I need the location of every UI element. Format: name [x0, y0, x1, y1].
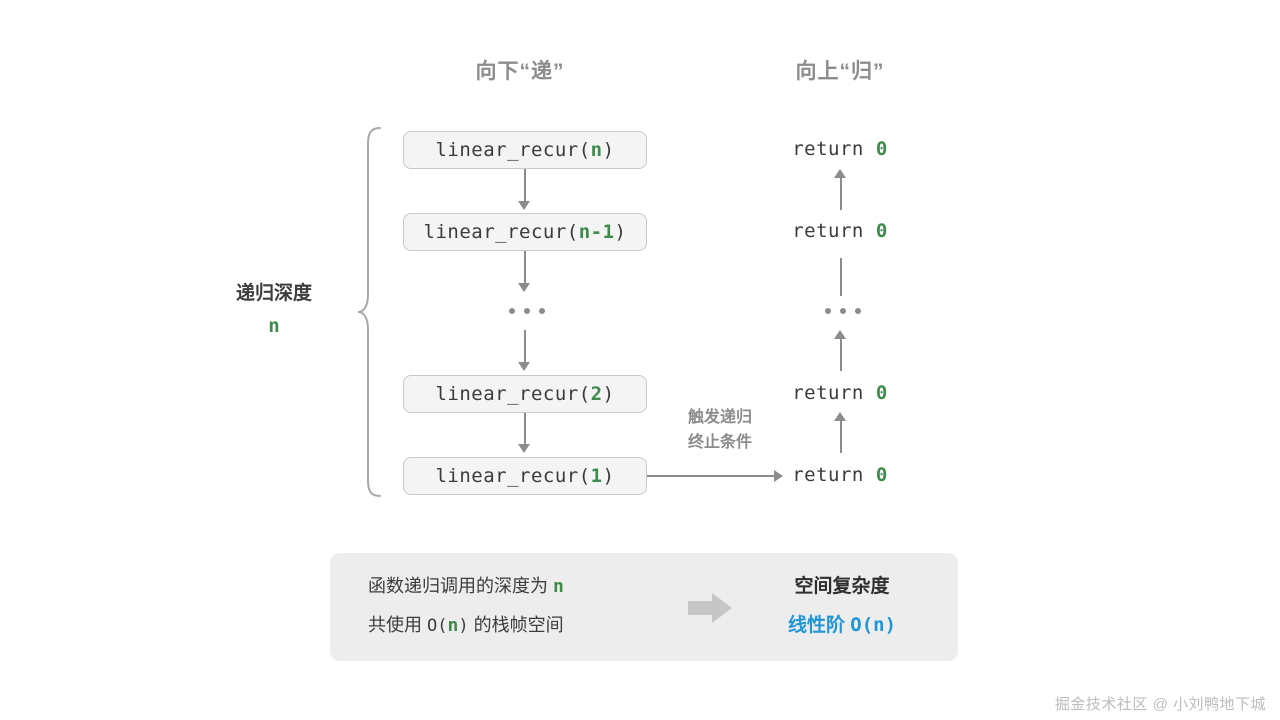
recursion-depth-value: n: [268, 315, 280, 337]
call-box-prefix: linear_recur(: [423, 221, 579, 243]
connector-line-up-1: [840, 176, 842, 210]
connector-arrow-down-2: [518, 283, 530, 292]
summary-left-text: 函数递归调用的深度为 n 共使用 O(n) 的栈帧空间: [368, 567, 668, 646]
summary-panel: [330, 553, 958, 661]
call-box-prefix: linear_recur(: [435, 465, 591, 487]
connector-arrow-up-3: [834, 330, 846, 339]
call-box-suffix: ): [602, 465, 615, 487]
connector-arrow-down-1: [518, 201, 530, 210]
summary-line-1-n: n: [553, 576, 564, 597]
return-statement-second: return 0: [720, 220, 960, 242]
return-keyword: return: [792, 382, 864, 404]
recursion-depth-title: 递归深度: [235, 283, 312, 304]
base-case-arrow-head: [774, 470, 783, 482]
call-box-suffix: ): [602, 139, 615, 161]
connector-line-down-2: [524, 251, 526, 284]
call-box-arg: 2: [590, 383, 603, 405]
return-statement-base: return 0: [720, 464, 960, 486]
summary-line-1: 函数递归调用的深度为 n: [368, 567, 668, 606]
call-box-prefix: linear_recur(: [435, 383, 591, 405]
summary-right-text: 空间复杂度 线性阶 O(n): [742, 567, 942, 645]
call-box-2[interactable]: linear_recur(2): [403, 375, 647, 413]
base-case-note-line1: 触发递归: [687, 409, 752, 426]
summary-line-2-text-a: 共使用: [368, 615, 422, 635]
recursion-depth-label: 递归深度 n: [188, 280, 360, 337]
summary-line-2-text-b: 的栈帧空间: [473, 615, 564, 635]
connector-arrow-up-1: [834, 169, 846, 178]
return-value: 0: [875, 138, 888, 160]
call-box-arg: n-1: [578, 221, 615, 243]
call-box-n-minus-1[interactable]: linear_recur(n-1): [403, 213, 647, 251]
connector-line-up-3: [840, 337, 842, 371]
base-case-note-line2: 终止条件: [687, 434, 752, 451]
return-keyword: return: [792, 138, 864, 160]
call-stack-ellipsis-icon: [509, 308, 545, 314]
summary-line-2: 共使用 O(n) 的栈帧空间: [368, 606, 668, 646]
return-keyword: return: [792, 464, 864, 486]
summary-line-1-text: 函数递归调用的深度为: [368, 576, 548, 596]
call-box-arg: n: [590, 139, 603, 161]
return-value: 0: [875, 382, 888, 404]
call-box-n[interactable]: linear_recur(n): [403, 131, 647, 169]
space-complexity-title: 空间复杂度: [794, 576, 890, 597]
space-complexity-value: 线性阶 O(n): [742, 606, 942, 645]
connector-line-down-1: [524, 169, 526, 202]
return-stack-ellipsis-icon: [825, 308, 861, 314]
connector-line-up-2: [840, 258, 842, 296]
column-header-ascend: 向上“归”: [795, 60, 885, 83]
call-box-suffix: ): [614, 221, 627, 243]
return-value: 0: [875, 464, 888, 486]
return-value: 0: [875, 220, 888, 242]
connector-arrow-down-3: [518, 362, 530, 371]
depth-brace: [357, 127, 381, 497]
summary-line-2-paren: ): [458, 616, 469, 636]
complexity-order-label: 线性阶: [787, 615, 845, 636]
return-statement-top: return 0: [720, 138, 960, 160]
call-box-suffix: ): [602, 383, 615, 405]
base-case-arrow-line: [647, 475, 775, 477]
connector-line-down-4: [524, 413, 526, 446]
connector-line-down-3: [524, 330, 526, 363]
return-keyword: return: [792, 220, 864, 242]
watermark: 掘金技术社区 @ 小刘鸭地下城: [1054, 696, 1266, 713]
block-arrow-right-icon: [688, 593, 732, 623]
connector-line-up-4: [840, 420, 842, 453]
call-box-prefix: linear_recur(: [435, 139, 591, 161]
summary-line-2-n: n: [447, 615, 459, 636]
complexity-notation: O(n): [850, 614, 897, 636]
return-statement-fourth: return 0: [720, 382, 960, 404]
column-header-descend: 向下“递”: [475, 60, 565, 83]
call-box-arg: 1: [590, 465, 603, 487]
connector-arrow-up-4: [834, 412, 846, 421]
connector-arrow-down-4: [518, 444, 530, 453]
base-case-note: 触发递归 终止条件: [655, 405, 785, 455]
summary-line-2-big-o: O(: [427, 616, 448, 636]
call-box-1[interactable]: linear_recur(1): [403, 457, 647, 495]
